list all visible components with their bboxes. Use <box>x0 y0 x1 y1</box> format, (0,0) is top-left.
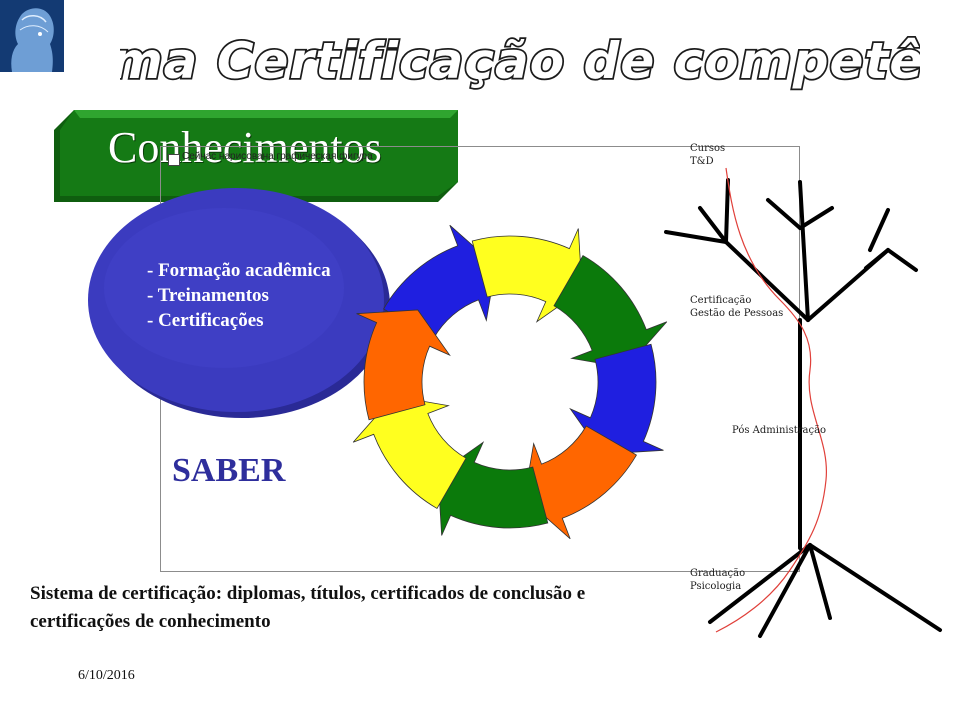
tree-label-line: Graduação <box>690 568 746 579</box>
frame-checkbox[interactable] <box>168 154 180 166</box>
cycle-arrows-diagram <box>352 224 668 540</box>
cycle-arrow-segment <box>569 343 664 455</box>
tree-branch <box>798 206 834 230</box>
list-item: - Formação acadêmica <box>147 260 331 281</box>
tree-label-line: Cursos <box>690 143 726 154</box>
cycle-arrow-segment <box>383 224 497 339</box>
tree-root <box>758 543 812 638</box>
tree-label-line: Psicologia <box>690 581 742 592</box>
tree-root <box>708 543 812 624</box>
cycle-arrow-segment <box>523 425 637 540</box>
cycle-arrow-segment <box>352 395 467 509</box>
tree-branch <box>724 240 810 322</box>
tree-label-cursos: Cursos T&D <box>690 142 725 168</box>
cycle-arrow-segment <box>356 309 451 421</box>
frame-overlay-text: Сейчас нарисована графическая фигура <box>182 151 373 162</box>
tree-branch <box>864 248 890 270</box>
main-title: Sistema Certificação de competências <box>120 30 920 92</box>
tree-label-graduacao: Graduação Psicologia <box>690 567 745 593</box>
tree-label-line: Certificação <box>690 295 752 306</box>
tree-root <box>808 543 832 620</box>
tree-branch <box>868 208 890 252</box>
caption-text: Sistema de certificação: diplomas, títul… <box>30 583 586 632</box>
tree-branch <box>886 248 918 272</box>
tree-label-pos: Pós Administração <box>732 425 827 436</box>
tree-root-line <box>715 167 827 633</box>
conhecimentos-banner <box>54 110 458 202</box>
tree-branch <box>664 230 728 244</box>
career-tree-diagram <box>664 167 942 638</box>
tree-branch <box>698 206 728 244</box>
cycle-arrow-segment <box>471 228 583 323</box>
tree-label-certificacao: Certificação Gestão de Pessoas <box>690 294 783 320</box>
saber-oval <box>88 188 390 418</box>
footer-date: 6/10/2016 <box>78 668 135 683</box>
cycle-arrow-segment <box>553 255 668 369</box>
brain-logo-image <box>0 0 64 72</box>
list-item: - Certificações <box>147 310 264 331</box>
knowledge-list: - Formação acadêmica - Treinamentos - Ce… <box>147 258 331 333</box>
banner-title: Conhecimentos <box>108 123 382 172</box>
tree-root <box>808 543 942 632</box>
tree-label-line: T&D <box>690 156 714 167</box>
tree-branch <box>766 198 802 230</box>
saber-label: SABER <box>172 452 286 489</box>
cycle-arrow-segment <box>437 441 549 536</box>
tree-branch <box>798 180 810 322</box>
tree-branch <box>724 178 730 244</box>
tree-label-line: Gestão de Pessoas <box>690 308 784 319</box>
main-title-text: Sistema Certificação de competências <box>120 32 920 90</box>
list-item: - Treinamentos <box>147 285 269 306</box>
